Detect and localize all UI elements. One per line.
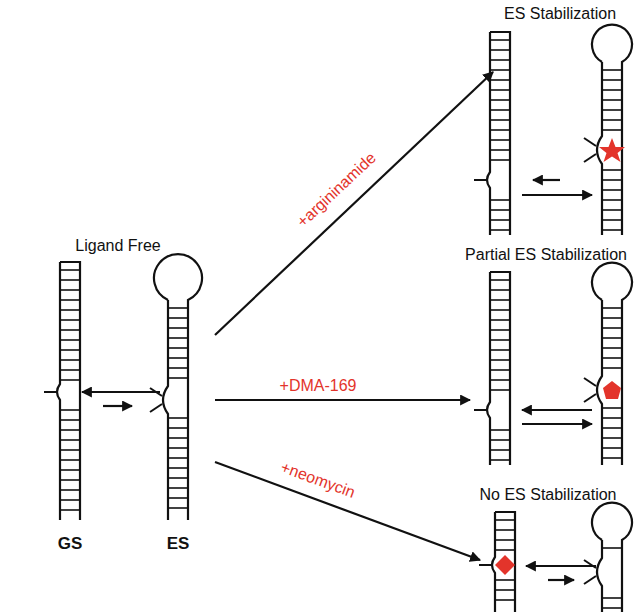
- ligand-label: +neomycin: [278, 458, 357, 501]
- excited-state-hairpin: [584, 263, 632, 465]
- state-heading: ES Stabilization: [504, 5, 616, 23]
- ligand-arrow: [215, 399, 470, 401]
- state-heading: No ES Stabilization: [480, 486, 617, 504]
- ground-state-hairpin: [44, 262, 80, 520]
- argininamide-star: [599, 138, 625, 162]
- neomycin-diamond: [495, 555, 515, 575]
- state-label: GS: [58, 535, 83, 554]
- equilibrium-arrow: [522, 194, 592, 196]
- ground-state-hairpin: [479, 512, 515, 612]
- equilibrium-arrow: [533, 179, 560, 181]
- state-label: ES: [167, 535, 190, 554]
- equilibrium-arrow: [82, 391, 160, 393]
- ligand-arrow: [215, 72, 493, 335]
- excited-state-hairpin: [150, 254, 202, 520]
- excited-state-hairpin: [584, 25, 632, 235]
- equilibrium-arrow: [103, 405, 132, 407]
- equilibrium-arrow: [526, 565, 596, 567]
- ligand-label: +argininamide: [293, 149, 379, 231]
- ground-state-hairpin: [474, 32, 510, 235]
- dma-169-pentagon: [603, 381, 621, 399]
- state-heading: Partial ES Stabilization: [465, 246, 627, 264]
- excited-state-hairpin: [584, 503, 632, 612]
- equilibrium-arrow: [548, 579, 574, 581]
- ground-state-hairpin: [474, 272, 510, 465]
- equilibrium-arrow: [522, 423, 592, 425]
- equilibrium-arrow: [522, 409, 592, 411]
- ligand-arrow: [215, 462, 480, 560]
- state-heading: Ligand Free: [75, 237, 160, 255]
- ligand-label: +DMA-169: [280, 377, 357, 395]
